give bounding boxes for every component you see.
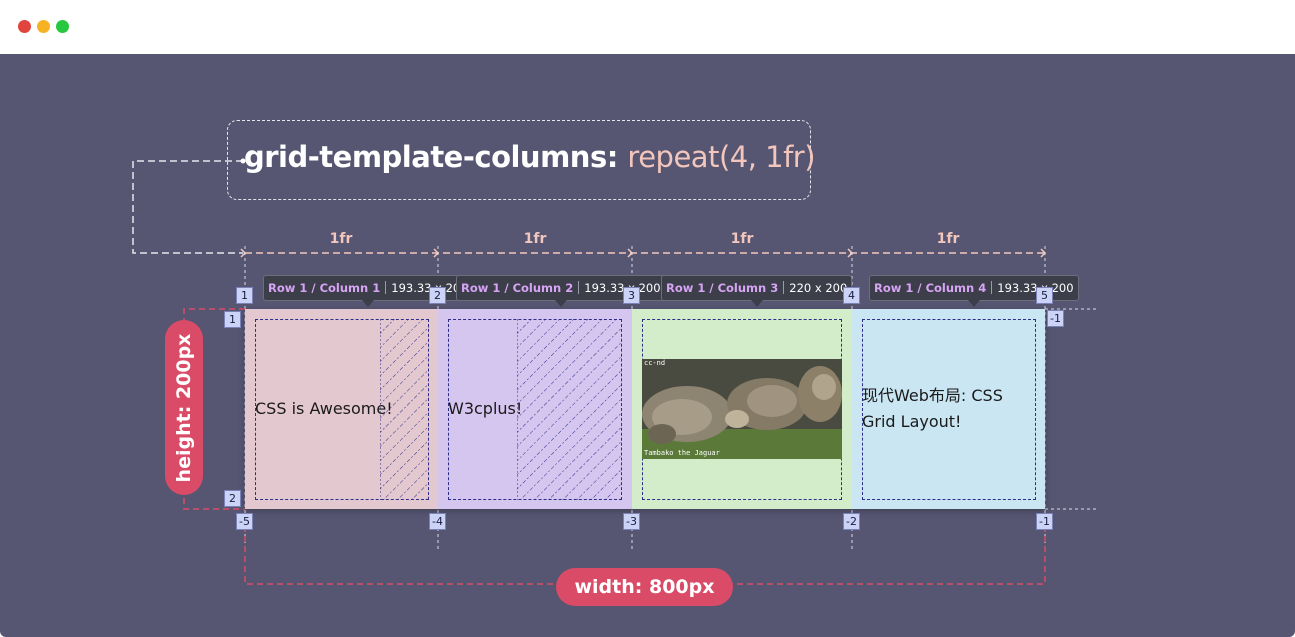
tooltip-4-area: Row 1 / Column 4 [874,281,987,295]
fr-label-4: 1fr [936,231,960,247]
grid-item-2-text: W3cplus! [448,399,523,418]
row-line-left-2: 2 [224,490,241,507]
grid-area-tooltip-3: Row 1 / Column 3 220 x 200 [661,275,853,307]
grid-item-2: W3cplus! [438,309,632,509]
col-line-top-1: 1 [236,287,253,304]
grid-item-3: cc-nd Tambako the Jaguar [632,309,852,509]
code-value: repeat(4, 1fr) [627,140,816,174]
window-titlebar [0,0,1295,54]
tooltip-3-size: 220 x 200 [789,281,848,295]
code-snippet-box [227,120,811,200]
tooltip-2-area: Row 1 / Column 2 [461,281,574,295]
col-line-bottom-4: -2 [843,513,860,530]
row-line-right-1: -1 [1047,310,1064,327]
code-snippet: grid-template-columns: repeat(4, 1fr) [244,140,816,174]
col-line-top-3: 3 [623,287,640,304]
col-line-bottom-3: -3 [623,513,640,530]
width-label-pill: width: 800px [556,568,733,606]
grid-item-1: CSS is Awesome! [245,309,438,509]
kittens-photo-icon [642,359,842,459]
tooltip-4-size: 193.33 x 200 [997,281,1074,295]
maximize-window-button[interactable] [56,20,69,33]
fr-label-3: 1fr [730,231,754,247]
tooltip-2-size: 193.33 x 200 [584,281,661,295]
grid-item-1-free-space-hatch [380,319,429,500]
kittens-photo: cc-nd Tambako the Jaguar [642,359,842,459]
col-line-top-5: 5 [1036,287,1053,304]
height-label: height: 200px [173,333,195,482]
photo-caption-bottom: Tambako the Jaguar [644,449,720,457]
col-line-top-2: 2 [429,287,446,304]
tooltip-3-area: Row 1 / Column 3 [666,281,779,295]
width-label: width: 800px [574,576,715,598]
minimize-window-button[interactable] [37,20,50,33]
height-label-pill: height: 200px [165,320,203,495]
grid-item-4-text: 现代Web布局: CSS Grid Layout! [862,386,1003,431]
tooltip-1-area: Row 1 / Column 1 [268,281,381,295]
fr-label-2: 1fr [523,231,547,247]
diagram-canvas: grid-template-columns: repeat(4, 1fr) 1f… [0,54,1295,637]
col-line-top-4: 4 [843,287,860,304]
photo-caption-top: cc-nd [644,359,666,367]
grid-item-1-text: CSS is Awesome! [255,399,393,418]
grid-item-2-free-space-hatch [517,319,622,500]
close-window-button[interactable] [18,20,31,33]
col-line-bottom-1: -5 [236,513,253,530]
col-line-bottom-5: -1 [1036,513,1053,530]
grid-item-4: 现代Web布局: CSS Grid Layout! [852,309,1045,509]
col-line-bottom-2: -4 [429,513,446,530]
row-line-left-1: 1 [224,311,241,328]
fr-label-1: 1fr [329,231,353,247]
code-property: grid-template-columns: [244,140,618,174]
grid-item-4-content-area [862,319,1036,500]
